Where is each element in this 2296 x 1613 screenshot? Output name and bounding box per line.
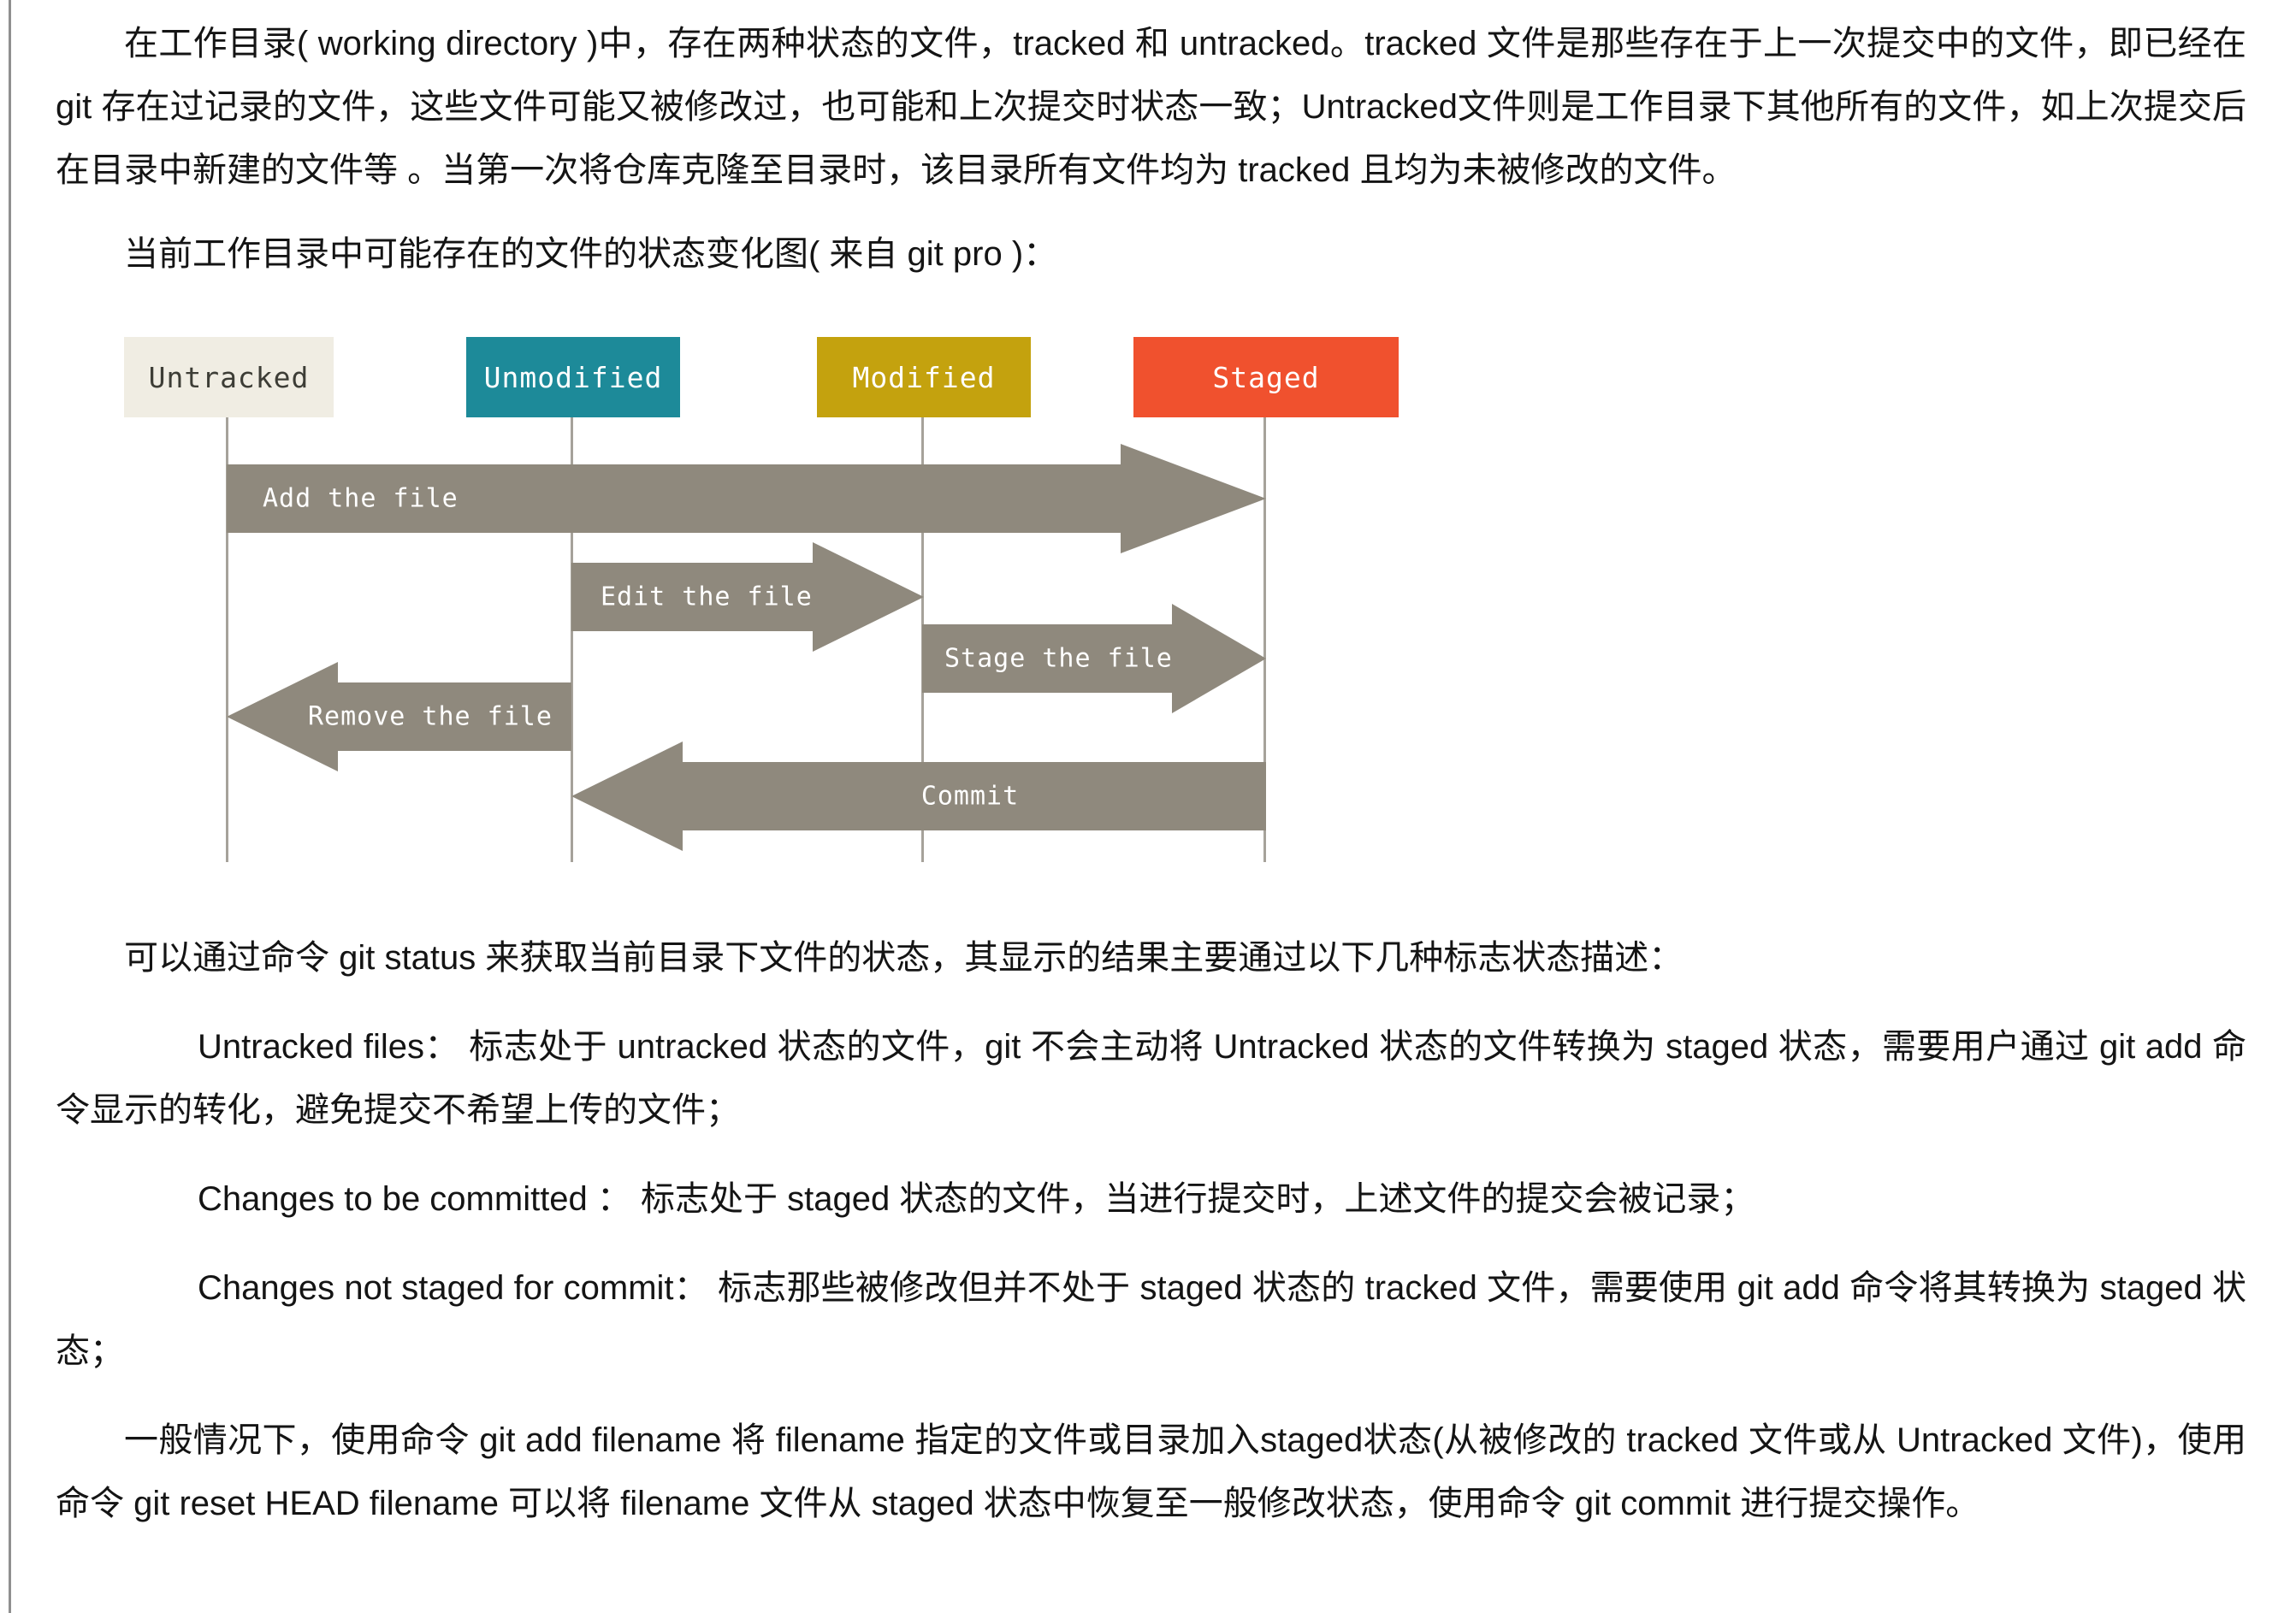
lifeline-staged <box>1263 417 1266 862</box>
arrow-body <box>227 464 1121 533</box>
arrow-head-left-icon <box>571 742 683 851</box>
arrow-head-right-icon <box>1172 604 1266 713</box>
lifeline-unmodified <box>571 417 573 862</box>
article-content: 在工作目录( working directory )中，存在两种状态的文件，tr… <box>9 0 2296 1613</box>
arrow-label: Add the file <box>263 483 459 514</box>
state-box-staged: Staged <box>1133 337 1399 417</box>
paragraph-intro-tracked-untracked: 在工作目录( working directory )中，存在两种状态的文件，tr… <box>56 25 2246 189</box>
state-box-unmodified: Unmodified <box>466 337 680 417</box>
paragraph-git-add-reset-commit: 一般情况下，使用命令 git add filename 将 filename 指… <box>56 1421 2246 1522</box>
arrow-add-the-file: Add the file <box>227 444 1266 553</box>
arrow-label: Remove the file <box>308 701 553 732</box>
arrow-remove-the-file: Remove the file <box>227 662 571 771</box>
arrow-body <box>922 624 1172 693</box>
arrow-head-right-icon <box>1121 444 1266 553</box>
arrow-body <box>338 682 571 751</box>
paragraph-changes-not-staged: Changes not staged for commit： 标志那些被修改但并… <box>56 1269 2246 1370</box>
paragraph-git-status-intro: 可以通过命令 git status 来获取当前目录下文件的状态，其显示的结果主要… <box>124 939 1684 977</box>
state-box-modified: Modified <box>817 337 1031 417</box>
paragraph-changes-to-be-committed: Changes to be committed ： 标志处于 staged 状态… <box>198 1180 1755 1218</box>
arrow-stage-the-file: Stage the file <box>922 604 1266 713</box>
paragraph-untracked-files: Untracked files： 标志处于 untracked 状态的文件，gi… <box>56 1028 2246 1129</box>
arrow-body <box>571 563 813 631</box>
git-file-lifecycle-diagram: Untracked Unmodified Modified Staged Add… <box>56 337 2246 871</box>
arrow-commit: Commit <box>571 742 1266 851</box>
paragraph-diagram-caption: 当前工作目录中可能存在的文件的状态变化图( 来自 git pro )： <box>124 235 1058 273</box>
arrow-label: Edit the file <box>601 582 813 612</box>
arrow-label: Commit <box>920 781 1020 812</box>
arrow-edit-the-file: Edit the file <box>571 542 924 652</box>
arrow-head-right-icon <box>813 542 924 652</box>
arrow-body <box>683 762 1266 830</box>
state-box-untracked: Untracked <box>124 337 334 417</box>
arrow-label: Stage the file <box>944 643 1173 674</box>
lifeline-untracked <box>226 417 228 862</box>
